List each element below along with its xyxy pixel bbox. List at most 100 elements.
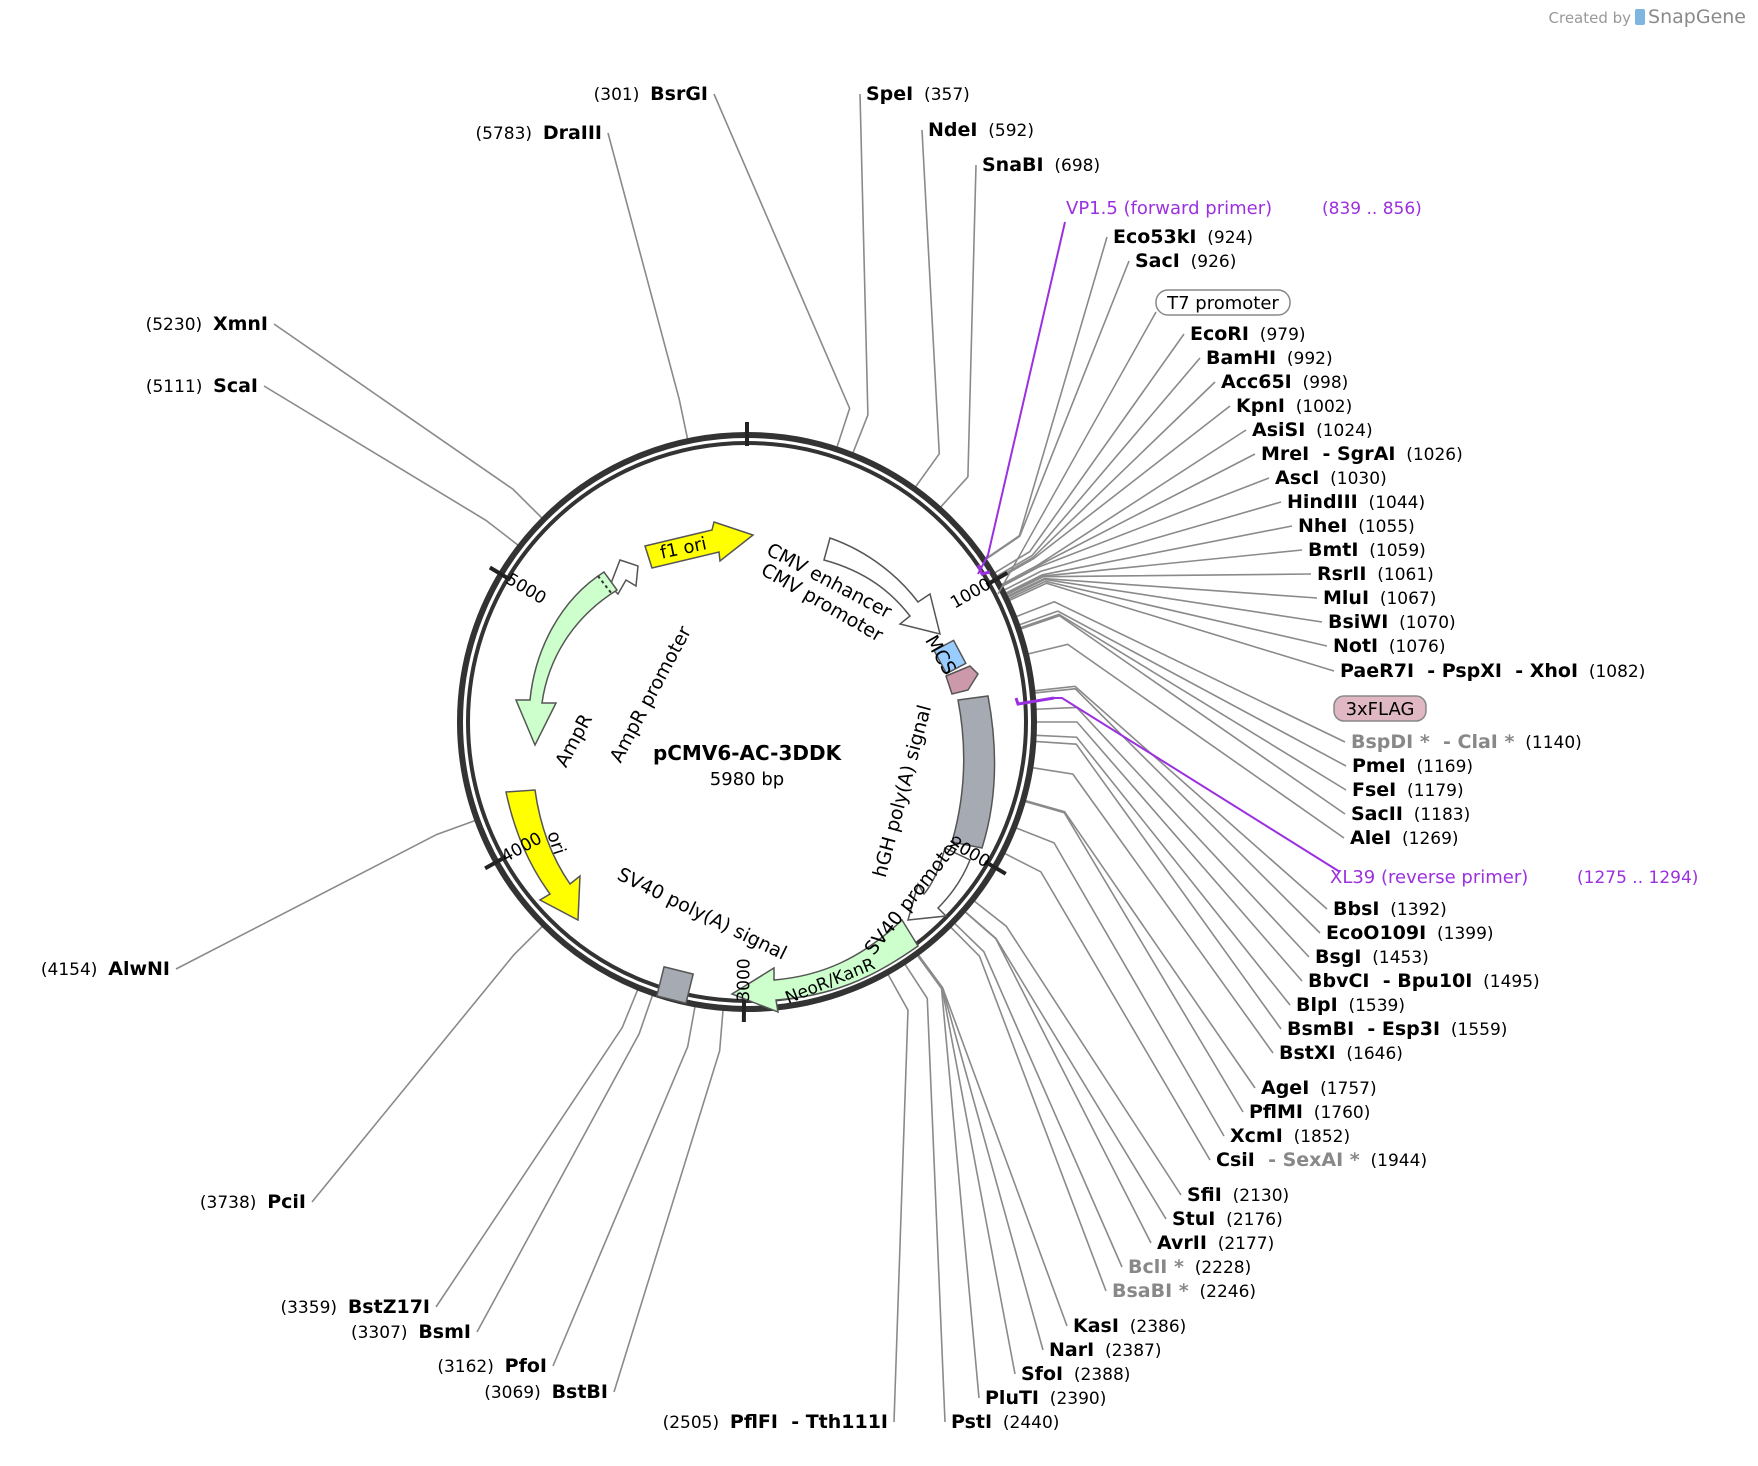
site-label-pflmi[interactable]: PflMI (1760) bbox=[1249, 1101, 1370, 1123]
site-label-xcmi[interactable]: XcmI (1852) bbox=[1230, 1125, 1350, 1147]
site-leader-line bbox=[1006, 577, 1318, 599]
site-label-sfoi[interactable]: SfoI (2388) bbox=[1021, 1363, 1130, 1385]
site-label-alwni[interactable]: (4154) AlwNI bbox=[41, 958, 170, 980]
site-label-bmti[interactable]: BmtI (1059) bbox=[1308, 539, 1426, 561]
site-label-scai[interactable]: (5111) ScaI bbox=[146, 375, 258, 397]
primer-xl39-leader bbox=[1054, 697, 1341, 873]
site-leader-line bbox=[1035, 734, 1291, 1006]
site-label-paer7i[interactable]: PaeR7I - PspXI - XhoI (1082) bbox=[1340, 660, 1645, 682]
site-label-bsabi[interactable]: BsaBI * (2246) bbox=[1112, 1280, 1256, 1302]
site-label-pcii[interactable]: (3738) PciI bbox=[200, 1191, 306, 1213]
tick-label: 5000 bbox=[502, 569, 549, 608]
site-leader-line bbox=[985, 236, 1108, 560]
site-label-psti[interactable]: PstI (2440) bbox=[951, 1411, 1059, 1433]
site-leader-line bbox=[713, 93, 851, 448]
site-label-bsgi[interactable]: BsgI (1453) bbox=[1315, 946, 1429, 968]
site-label-bsmbi[interactable]: BsmBI - Esp3I (1559) bbox=[1287, 1018, 1507, 1040]
site-label-bbsi[interactable]: BbsI (1392) bbox=[1333, 898, 1447, 920]
site-label-asisi[interactable]: AsiSI (1024) bbox=[1252, 419, 1373, 441]
feature-f1-ori[interactable] bbox=[644, 521, 755, 569]
site-label-bbvci[interactable]: BbvCI - Bpu10I (1495) bbox=[1308, 970, 1540, 992]
site-label-sacii[interactable]: SacII (1183) bbox=[1351, 803, 1470, 825]
site-label-acc65i[interactable]: Acc65I (998) bbox=[1221, 371, 1348, 393]
site-leader-line bbox=[917, 954, 1044, 1351]
site-label-blpi[interactable]: BlpI (1539) bbox=[1296, 994, 1405, 1016]
site-label-draiii[interactable]: (5783) DraIII bbox=[475, 122, 602, 144]
site-leader-line bbox=[904, 963, 946, 1423]
plasmid-size: 5980 bp bbox=[710, 769, 784, 790]
feature-sv40-promoter[interactable] bbox=[906, 846, 971, 921]
site-leader-line bbox=[175, 819, 476, 970]
site-label-sfii[interactable]: SfiI (2130) bbox=[1187, 1184, 1289, 1206]
site-label-ecori[interactable]: EcoRI (979) bbox=[1190, 323, 1306, 345]
snapgene-logo-icon bbox=[1635, 9, 1646, 25]
feature-hgh-polya[interactable] bbox=[951, 695, 996, 849]
site-label-asci[interactable]: AscI (1030) bbox=[1275, 467, 1387, 489]
site-label-bspdi[interactable]: BspDI * - ClaI * (1140) bbox=[1351, 731, 1582, 753]
site-leader-line bbox=[1020, 614, 1346, 815]
site-label-alei[interactable]: AleI (1269) bbox=[1350, 827, 1459, 849]
site-label-kpni[interactable]: KpnI (1002) bbox=[1236, 395, 1352, 417]
site-label-noti[interactable]: NotI (1076) bbox=[1333, 635, 1445, 657]
site-label-hindiii[interactable]: HindIII (1044) bbox=[1287, 491, 1425, 513]
site-label-spei[interactable]: SpeI (357) bbox=[866, 83, 970, 105]
site-leader-line bbox=[476, 994, 654, 1333]
site-label-fsei[interactable]: FseI (1179) bbox=[1352, 779, 1464, 801]
site-label-snabi[interactable]: SnaBI (698) bbox=[982, 154, 1100, 176]
site-label-bstz17i[interactable]: (3359) BstZ17I bbox=[280, 1296, 430, 1318]
site-label-bstxi[interactable]: BstXI (1646) bbox=[1279, 1042, 1403, 1064]
site-label-mrei[interactable]: MreI - SgrAI (1026) bbox=[1261, 443, 1463, 465]
site-leader-line bbox=[917, 954, 1016, 1375]
site-label-bsmi[interactable]: (3307) BsmI bbox=[351, 1321, 471, 1343]
site-label-rsrii[interactable]: RsrII (1061) bbox=[1317, 563, 1434, 585]
site-label-bamhi[interactable]: BamHI (992) bbox=[1206, 347, 1333, 369]
site-label-pmei[interactable]: PmeI (1169) bbox=[1352, 755, 1473, 777]
feature-cmv-enhancer-promoter[interactable] bbox=[823, 537, 942, 636]
site-label-pluti[interactable]: PluTI (2390) bbox=[985, 1387, 1106, 1409]
site-leader-line bbox=[887, 973, 909, 1423]
site-label-bsrgi[interactable]: (301) BsrGI bbox=[594, 83, 708, 105]
site-label-ecoo109i[interactable]: EcoO109I (1399) bbox=[1326, 922, 1494, 944]
site-leader-line bbox=[263, 385, 519, 546]
primer-vp15-mark bbox=[976, 564, 991, 576]
site-leader-line bbox=[1005, 525, 1293, 594]
primer-xl39-mark bbox=[1014, 696, 1055, 706]
feature-neor-kanr[interactable] bbox=[730, 918, 920, 1014]
site-label-pflfi[interactable]: (2505) PflFI - Tth111I bbox=[663, 1411, 888, 1433]
site-leader-line bbox=[1003, 501, 1282, 591]
feature-ampr[interactable] bbox=[514, 570, 619, 747]
site-leader-line bbox=[964, 910, 1167, 1220]
feature-3xflag[interactable] bbox=[945, 665, 979, 695]
site-leader-line bbox=[1015, 827, 1225, 1137]
tag-3xflag-label: 3xFLAG bbox=[1346, 699, 1415, 720]
tick-label: 1000 bbox=[947, 574, 994, 613]
site-label-ndei[interactable]: NdeI (592) bbox=[928, 119, 1034, 141]
tick-marks bbox=[484, 422, 1009, 1023]
site-label-xmni[interactable]: (5230) XmnI bbox=[146, 313, 268, 335]
site-label-stui[interactable]: StuI (2176) bbox=[1172, 1208, 1283, 1230]
site-label-mlui[interactable]: MluI (1067) bbox=[1323, 587, 1436, 609]
site-label-avrii[interactable]: AvrII (2177) bbox=[1157, 1232, 1274, 1254]
site-label-csii[interactable]: CsiI - SexAI * (1944) bbox=[1216, 1149, 1427, 1171]
site-label-agei[interactable]: AgeI (1757) bbox=[1261, 1077, 1377, 1099]
site-leader-line bbox=[1035, 740, 1282, 1030]
tag-t7-promoter[interactable] bbox=[1155, 289, 1291, 316]
site-label-bstbi[interactable]: (3069) BstBI bbox=[484, 1381, 608, 1403]
feature-sv40-polya[interactable] bbox=[655, 965, 695, 1005]
site-label-nhei[interactable]: NheI (1055) bbox=[1298, 515, 1415, 537]
site-label-eco53ki[interactable]: Eco53kI (924) bbox=[1113, 226, 1253, 248]
site-label-nari[interactable]: NarI (2387) bbox=[1049, 1339, 1162, 1361]
site-label-bsiwi[interactable]: BsiWI (1070) bbox=[1328, 611, 1456, 633]
site-leader-line bbox=[994, 333, 1185, 574]
site-label-kasi[interactable]: KasI (2386) bbox=[1073, 1315, 1186, 1337]
site-label-saci[interactable]: SacI (926) bbox=[1135, 250, 1236, 272]
site-label-bcli[interactable]: BclI * (2228) bbox=[1128, 1256, 1251, 1278]
feature-ori[interactable] bbox=[505, 789, 581, 922]
feature-label-f1-ori: f1 ori bbox=[658, 533, 708, 563]
tick-label: 3000 bbox=[734, 958, 754, 1001]
site-label-pfoi[interactable]: (3162) PfoI bbox=[437, 1355, 547, 1377]
feature-mcs[interactable] bbox=[933, 639, 967, 675]
tag-3xflag[interactable] bbox=[1333, 695, 1427, 722]
